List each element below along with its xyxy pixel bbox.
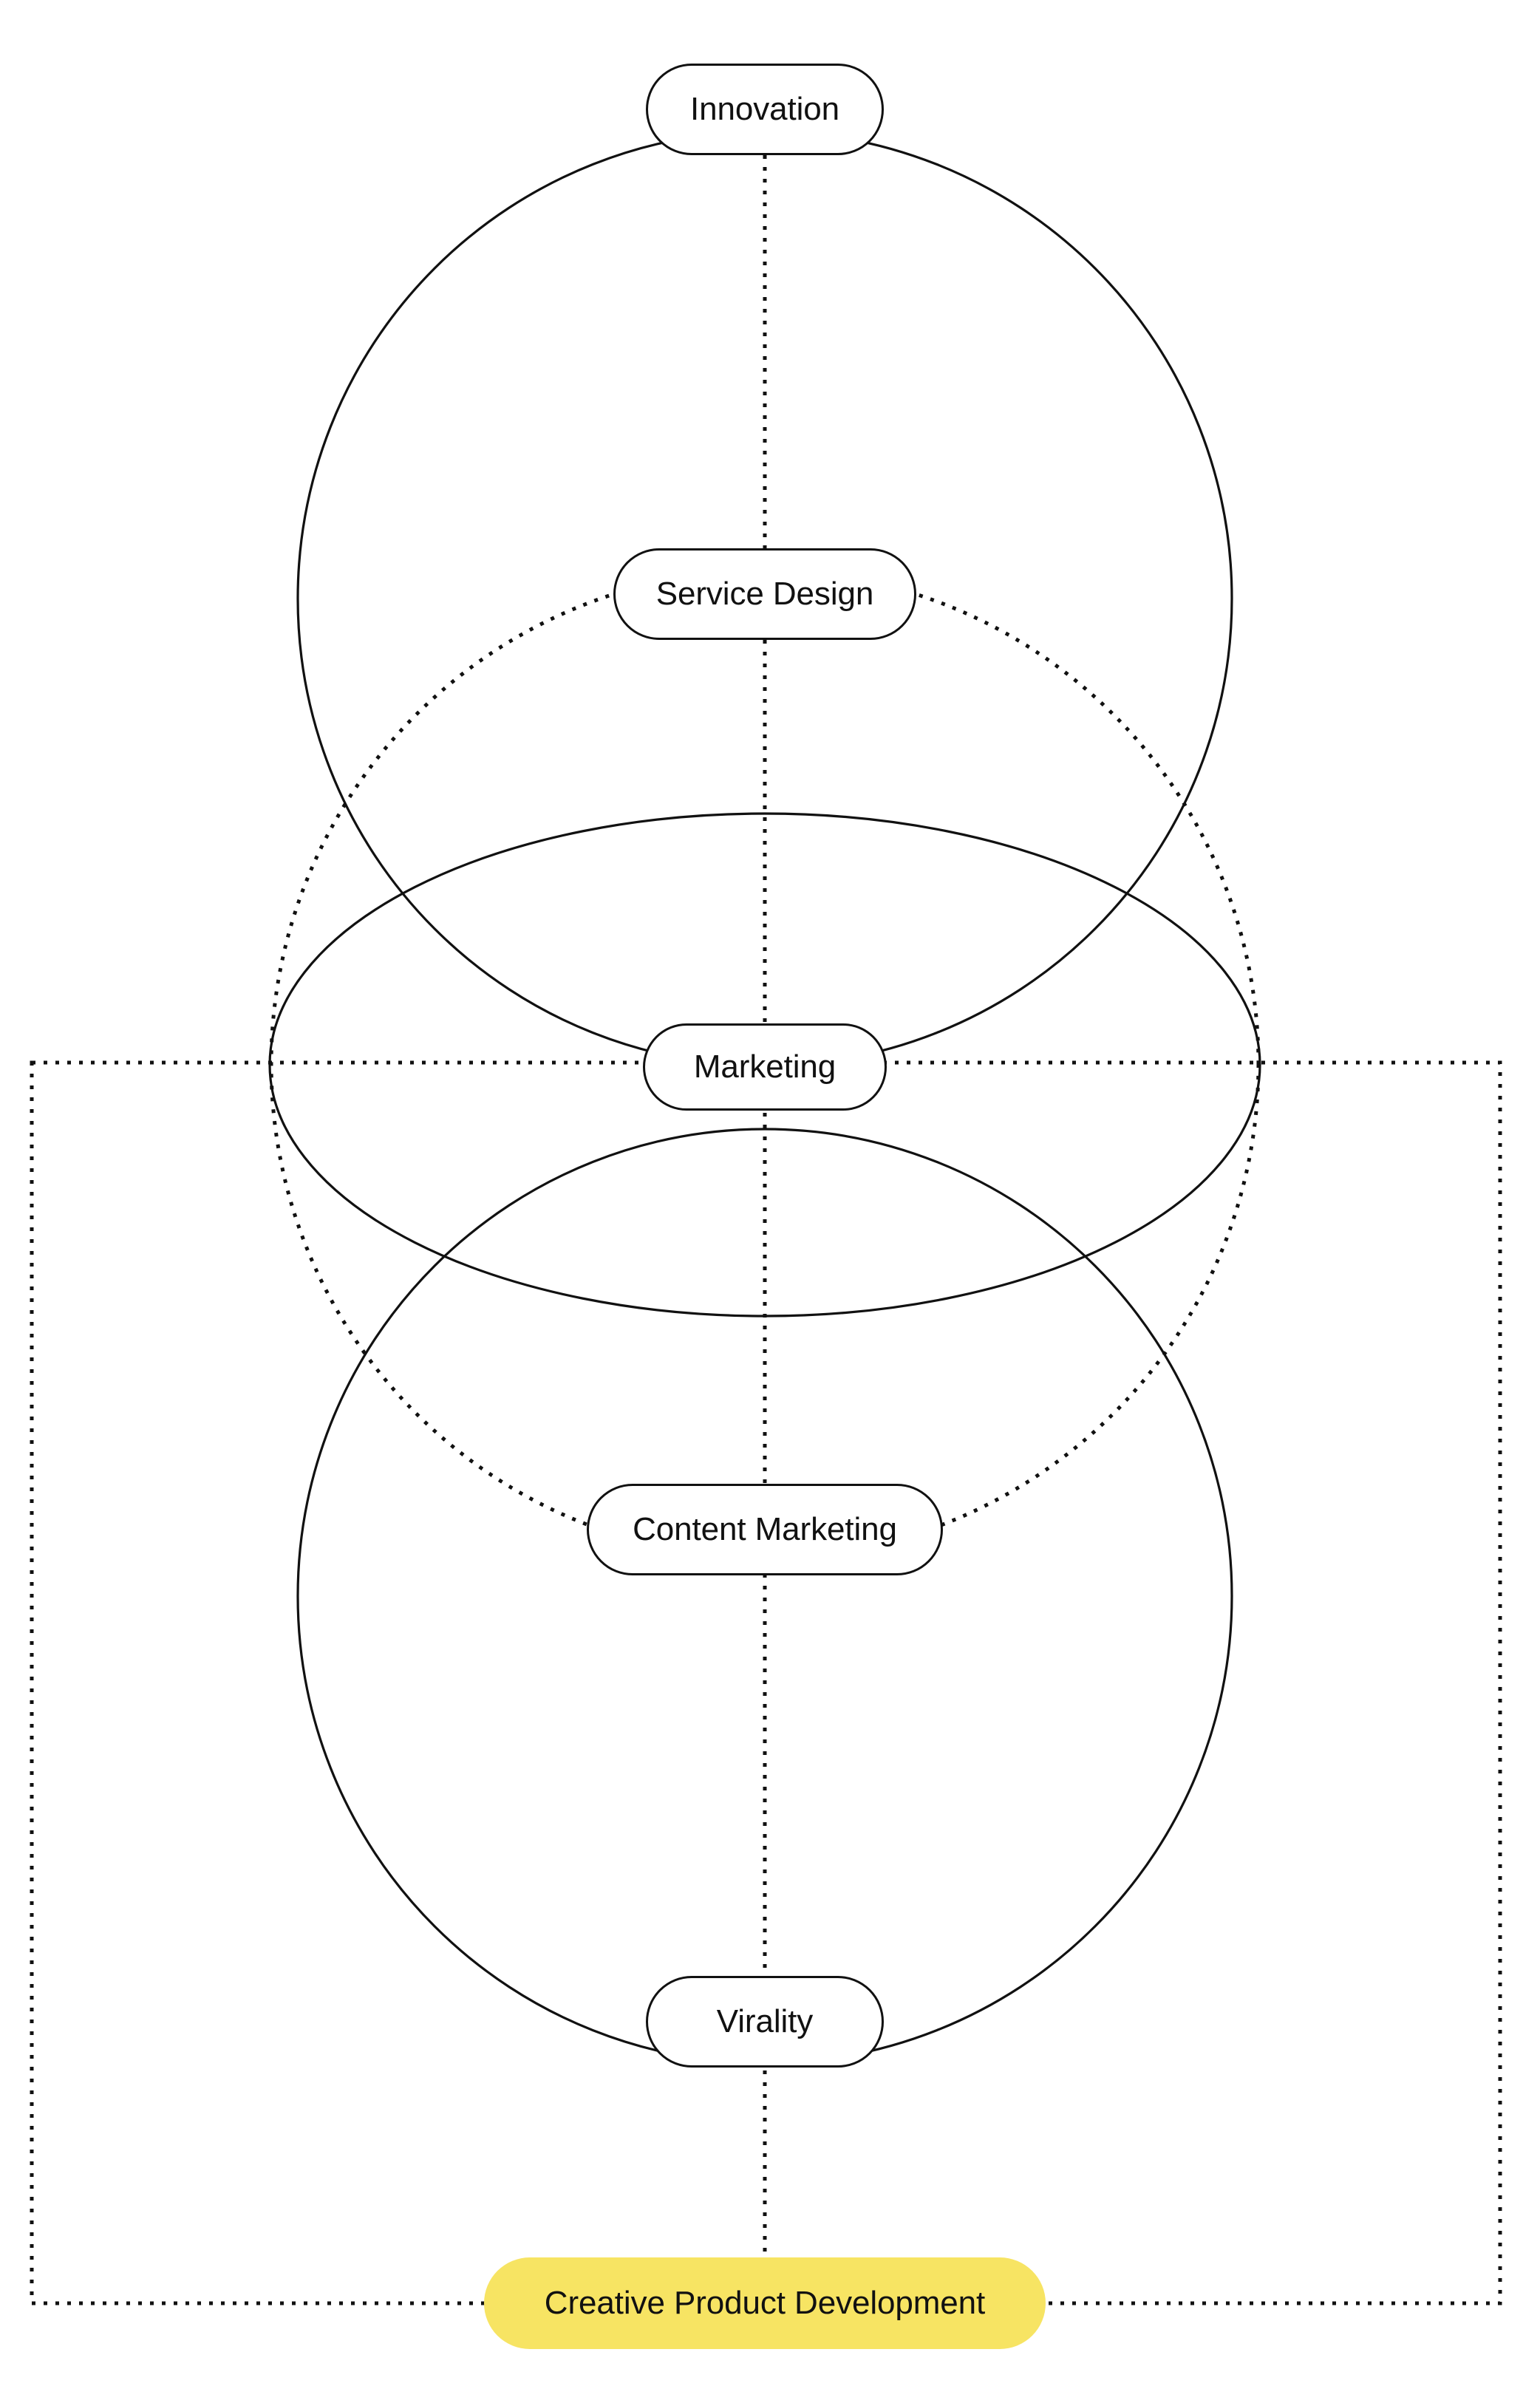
node-content-marketing-label: Content Marketing [633, 1511, 897, 1547]
node-service-design-label: Service Design [655, 576, 874, 612]
node-creative-product-development-label: Creative Product Development [544, 2285, 986, 2321]
node-service-design[interactable]: Service Design [613, 548, 916, 640]
service-design-circle-shape [269, 568, 1261, 1560]
node-marketing-label: Marketing [693, 1049, 837, 1085]
node-marketing[interactable]: Marketing [643, 1023, 887, 1111]
node-innovation-label: Innovation [689, 91, 840, 127]
marketing-ellipse-shape [268, 812, 1261, 1318]
node-virality-label: Virality [716, 2003, 814, 2039]
node-innovation[interactable]: Innovation [646, 64, 884, 155]
node-virality[interactable]: Virality [646, 1976, 884, 2068]
node-creative-product-development[interactable]: Creative Product Development [484, 2257, 1046, 2349]
node-content-marketing[interactable]: Content Marketing [587, 1484, 943, 1575]
